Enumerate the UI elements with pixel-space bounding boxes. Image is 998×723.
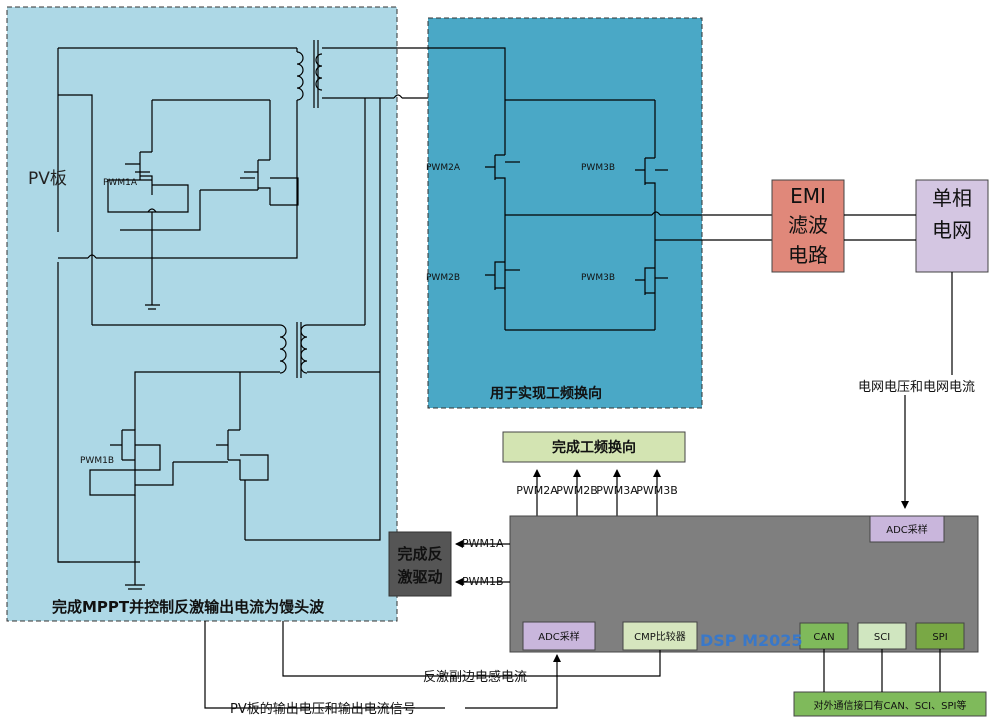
adc-right-label: ADC采样 bbox=[886, 523, 928, 536]
can-label: CAN bbox=[813, 632, 834, 643]
pwm3b-bottom-small-label: PWM3B bbox=[581, 273, 615, 283]
flyback-driver-box bbox=[388, 531, 452, 597]
commutation-region bbox=[427, 17, 703, 409]
sci-box bbox=[857, 622, 907, 650]
cmp-label: CMP比较器 bbox=[634, 630, 686, 643]
emi-label-3: 电路 bbox=[788, 243, 828, 267]
cmp-box bbox=[622, 621, 698, 651]
pwm2a-small-label: PWM2A bbox=[426, 163, 461, 173]
grid-box bbox=[915, 179, 989, 273]
emi-filter-box bbox=[771, 179, 845, 273]
driver-label-1: 完成反 bbox=[397, 545, 442, 563]
commutation-pwm-label: 完成工频换向 bbox=[552, 439, 636, 456]
pwm1b-label: PWM1B bbox=[462, 575, 504, 588]
spi-label: SPI bbox=[932, 632, 947, 643]
adc-left-box bbox=[522, 621, 596, 651]
commutation-circuit bbox=[420, 47, 775, 331]
grid-label-2: 电网 bbox=[932, 218, 972, 242]
sci-label: SCI bbox=[874, 632, 890, 643]
pwm2a-label: PWM2A bbox=[516, 484, 558, 497]
commutation-caption: 用于实现工频换向 bbox=[490, 385, 602, 402]
flyback-region bbox=[6, 6, 398, 622]
pv-signal-label: PV板的输出电压和输出电流信号 bbox=[230, 701, 416, 717]
flyback-caption: 完成MPPT并控制反激输出电流为馒头波 bbox=[52, 598, 325, 616]
pwm3b-top-small-label: PWM3B bbox=[581, 163, 615, 173]
can-box bbox=[799, 622, 849, 650]
pwm3a-label: PWM3A bbox=[596, 484, 638, 497]
pwm2b-small-label: PWM2B bbox=[426, 273, 460, 283]
comm-interface-label: 对外通信接口有CAN、SCI、SPI等 bbox=[814, 699, 967, 712]
commutation-pwm-box bbox=[502, 431, 686, 463]
emi-label-1: EMI bbox=[790, 184, 826, 208]
adc-right-box bbox=[869, 515, 945, 543]
pv-board-label: PV板 bbox=[28, 169, 67, 189]
comm-interface-box bbox=[793, 691, 987, 717]
pwm3b-label: PWM3B bbox=[636, 484, 678, 497]
driver-label-2: 激驱动 bbox=[397, 568, 442, 586]
flyback-current-label: 反激副边电感电流 bbox=[423, 669, 527, 685]
pwm1a-small-label: PWM1A bbox=[103, 178, 138, 188]
pwm2b-label: PWM2B bbox=[556, 484, 598, 497]
adc-left-label: ADC采样 bbox=[538, 630, 580, 643]
grid-label-1: 单相 bbox=[932, 186, 972, 210]
grid-signal-label: 电网电压和电网电流 bbox=[858, 380, 975, 395]
pwm1b-small-label: PWM1B bbox=[80, 456, 114, 466]
dsp-label: DSP M2025 bbox=[700, 631, 803, 650]
pwm1a-label: PWM1A bbox=[462, 537, 504, 550]
emi-label-2: 滤波 bbox=[788, 213, 828, 237]
